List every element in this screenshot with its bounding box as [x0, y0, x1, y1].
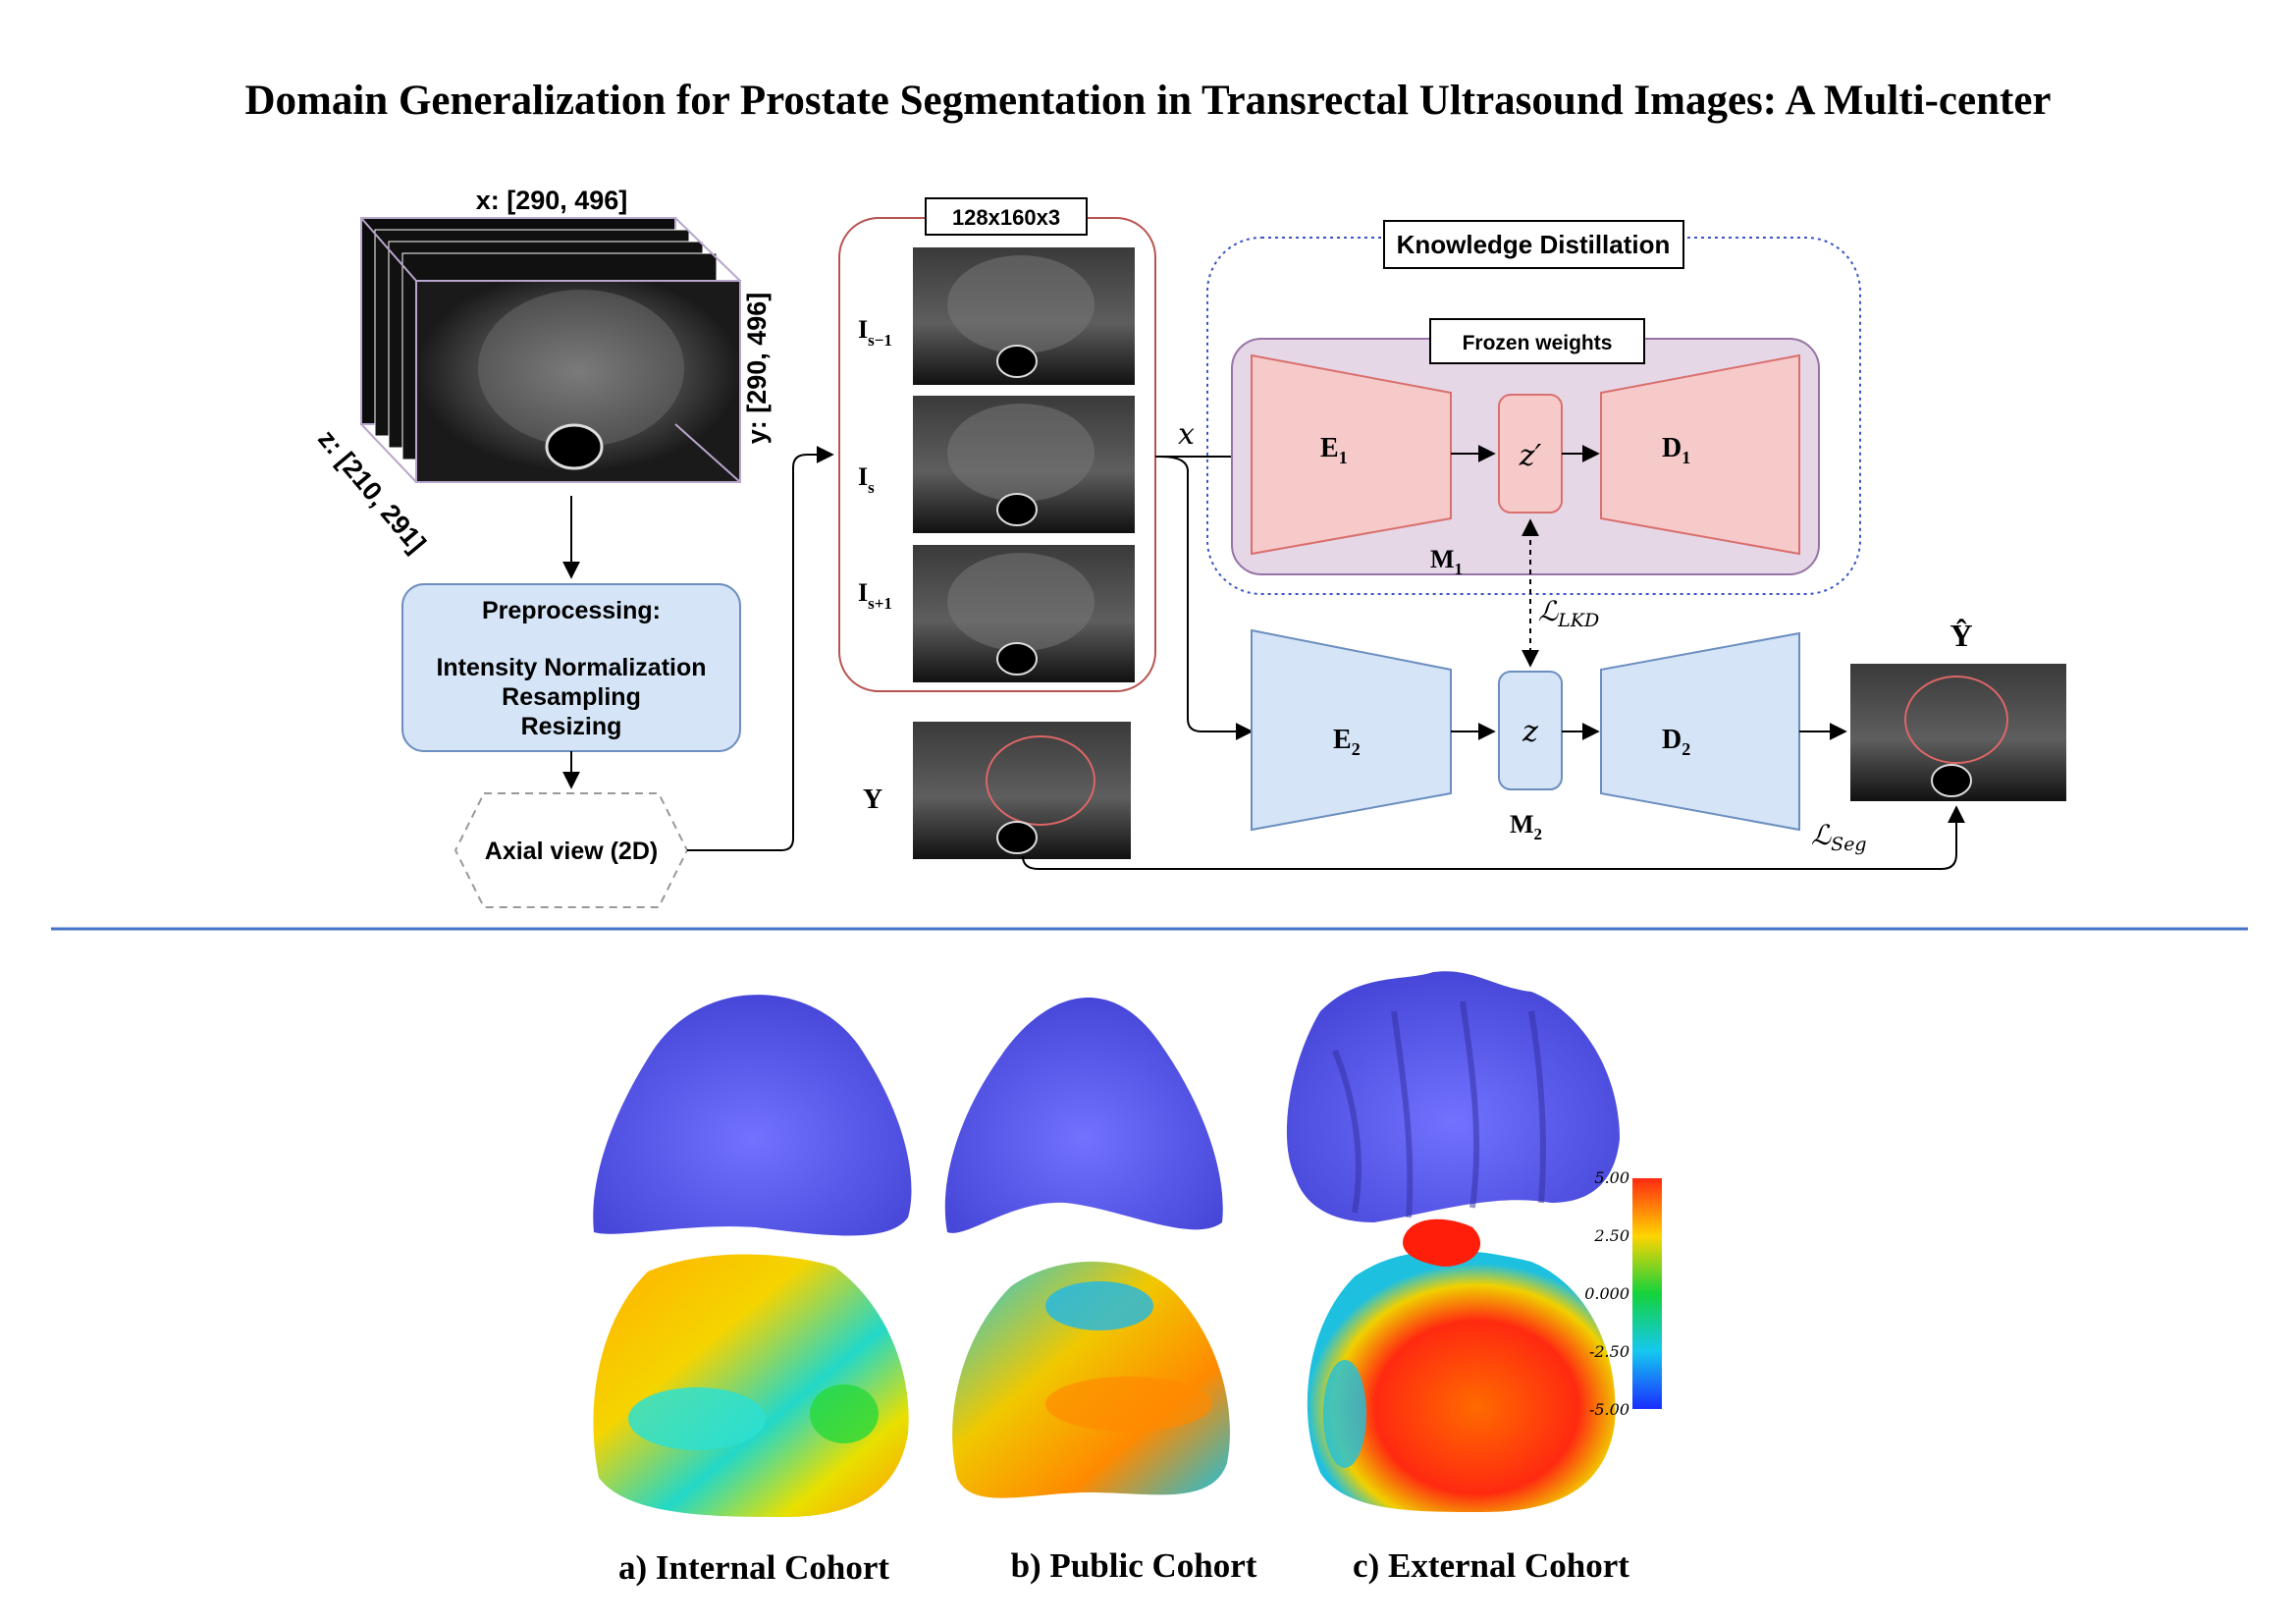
- ground-truth-label: Y: [863, 785, 882, 815]
- kd-loss-label: ℒLKD: [1538, 595, 1599, 631]
- cohort-caption: a) Internal Cohort: [618, 1548, 889, 1587]
- mesh-internal-cohort: [593, 995, 912, 1236]
- axial-view-node: [454, 792, 689, 908]
- student-model-label: M2: [1510, 810, 1542, 843]
- student-latent-label: z: [1522, 715, 1538, 749]
- axial-view-label: Axial view (2D): [485, 838, 658, 865]
- slice-size-box: [925, 197, 1088, 236]
- student-encoder: [1251, 628, 1452, 832]
- slice-image: [913, 545, 1135, 682]
- student-decoder: [1600, 631, 1800, 832]
- cohort-caption: b) Public Cohort: [1011, 1546, 1257, 1585]
- student-encoder-label: E2: [1333, 725, 1361, 759]
- teacher-encoder: [1251, 353, 1452, 556]
- cohort-caption: c) External Cohort: [1353, 1546, 1629, 1585]
- heatmap-external-cohort: [1307, 1218, 1616, 1512]
- page-title: Domain Generalization for Prostate Segme…: [244, 78, 2052, 124]
- slice-image: [913, 396, 1135, 533]
- colorbar: [1632, 1178, 1662, 1409]
- slice-label: Is+1: [858, 578, 892, 613]
- output-image: [1850, 664, 2066, 801]
- teacher-model-label: M1: [1430, 545, 1463, 578]
- preprocessing-step: Resampling: [502, 683, 641, 711]
- heatmap-public-cohort: [952, 1261, 1230, 1498]
- teacher-decoder: [1600, 353, 1800, 556]
- preprocessing-step: Intensity Normalization: [436, 654, 706, 681]
- ultrasound-volume: [360, 217, 741, 483]
- colorbar-tick: -5.00: [1589, 1400, 1629, 1419]
- mesh-public-cohort: [944, 998, 1223, 1233]
- colorbar-tick: 2.50: [1593, 1226, 1629, 1245]
- frozen-weights-label: Frozen weights: [1463, 332, 1613, 354]
- student-decoder-label: D2: [1662, 725, 1690, 759]
- slice-label: Is: [858, 462, 875, 497]
- slice-size-label: 128x160x3: [952, 205, 1060, 230]
- kd-title: Knowledge Distillation: [1397, 230, 1671, 259]
- output-label: Ŷ: [1949, 618, 1972, 653]
- teacher-latent-label: z′: [1519, 439, 1542, 473]
- mesh-external-cohort: [1286, 971, 1620, 1222]
- slice-label: Is−1: [858, 315, 892, 350]
- kd-title-box: [1383, 220, 1684, 269]
- x-dimension-label: x: [290, 496]: [476, 186, 628, 215]
- teacher-decoder-label: D1: [1662, 433, 1690, 467]
- frozen-weights-box: [1429, 318, 1645, 364]
- y-dimension-label: y: [290, 496]: [742, 293, 772, 445]
- preprocessing-heading: Preprocessing:: [482, 597, 661, 624]
- preprocessing-step: Resizing: [521, 713, 622, 740]
- ground-truth-image: [913, 722, 1131, 859]
- heatmap-internal-cohort: [593, 1254, 909, 1517]
- input-symbol: x: [1178, 417, 1195, 452]
- slice-image: [913, 247, 1135, 385]
- colorbar-tick: -2.50: [1589, 1342, 1629, 1361]
- seg-loss-label: ℒSeg: [1811, 819, 1867, 855]
- colorbar-tick: 0.000: [1584, 1284, 1629, 1303]
- colorbar-tick: 5.00: [1594, 1168, 1629, 1187]
- teacher-encoder-label: E1: [1320, 433, 1348, 467]
